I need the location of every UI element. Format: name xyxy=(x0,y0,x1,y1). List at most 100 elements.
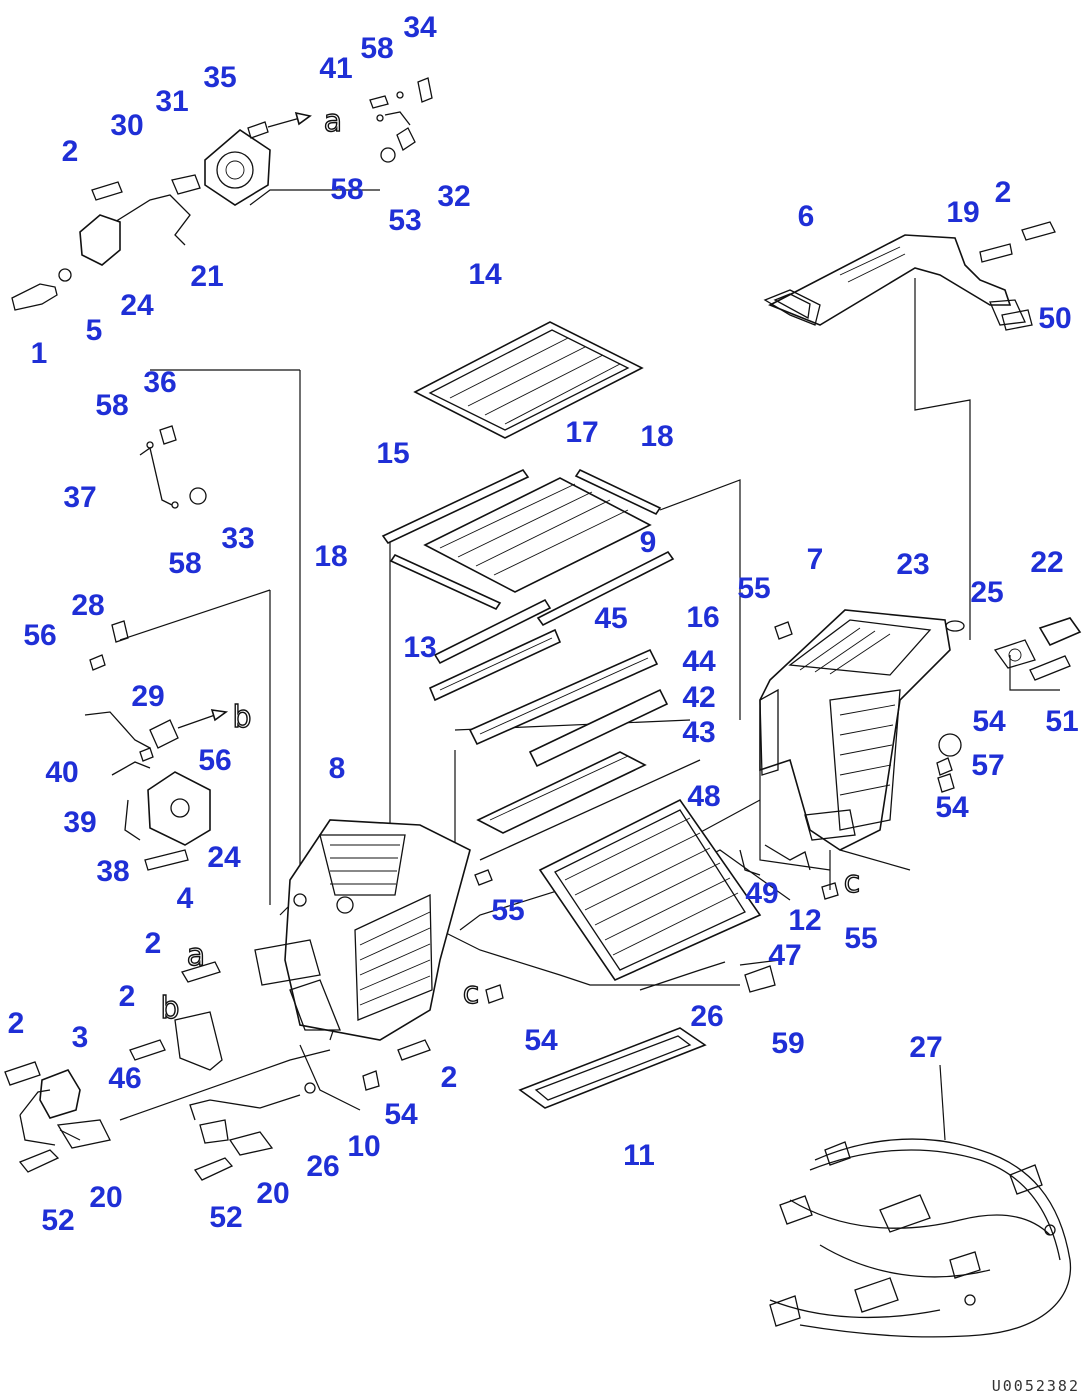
callout-c-2f: 2 xyxy=(441,1061,458,1094)
part-25-bracket xyxy=(993,639,1036,669)
part-2-bolt-b xyxy=(1021,221,1056,241)
part-52-screw-b xyxy=(193,1157,234,1181)
part-21-link xyxy=(109,194,191,246)
part-30-bracket xyxy=(171,174,201,195)
part-58-clips xyxy=(146,91,404,509)
drawing-number: U0052382 xyxy=(992,1377,1080,1395)
callout-c-34: 34 xyxy=(403,11,437,44)
callout-c-5: 5 xyxy=(86,314,103,347)
part-46-bracket xyxy=(174,1011,223,1071)
callout-c-2c: 2 xyxy=(145,927,162,960)
callout-c-4: 4 xyxy=(177,882,194,915)
part-23-seal xyxy=(945,620,965,632)
part-15-seal-strip xyxy=(381,468,530,545)
callout-c-56a: 56 xyxy=(23,619,56,652)
callout-c-55a: 55 xyxy=(737,572,770,605)
part-2-bolt-a xyxy=(91,181,123,201)
part-26-wire xyxy=(639,961,726,991)
part-32-lever xyxy=(384,111,416,151)
callout-c-54c: 54 xyxy=(524,1024,558,1057)
part-45-damper xyxy=(428,628,562,702)
callout-c-20a: 20 xyxy=(89,1181,122,1214)
callout-c-26a: 26 xyxy=(690,1000,723,1033)
part-49-link xyxy=(739,849,761,876)
callout-c-54a: 54 xyxy=(972,705,1006,738)
callout-c-54d: 54 xyxy=(384,1098,418,1131)
part-54-clip-a xyxy=(936,757,953,776)
part-18-seal-strip xyxy=(389,468,662,611)
reference-mark-r-a1: a xyxy=(324,104,342,139)
callout-c-58c: 58 xyxy=(95,389,128,422)
callout-c-32: 32 xyxy=(437,180,470,213)
callout-c-58d: 58 xyxy=(168,547,201,580)
part-2-bolt-c xyxy=(181,961,221,983)
callout-c-41: 41 xyxy=(319,52,352,85)
part-37-link-rod xyxy=(139,446,173,506)
callout-c-2a: 2 xyxy=(62,135,79,168)
part-55-clip-c xyxy=(474,869,493,886)
part-28-clip xyxy=(111,620,129,643)
part-20-bracket-b xyxy=(228,1131,274,1156)
part-56-clips xyxy=(89,654,154,762)
callout-c-28: 28 xyxy=(71,589,104,622)
part-59-bracket xyxy=(744,965,776,993)
callout-c-12: 12 xyxy=(788,904,821,937)
callout-c-48: 48 xyxy=(687,780,720,813)
part-19-bolt xyxy=(979,243,1013,263)
reference-mark-r-b1: b xyxy=(232,700,251,735)
callout-c-38: 38 xyxy=(96,855,129,888)
part-7-blower-case xyxy=(759,609,951,851)
callout-c-33: 33 xyxy=(221,522,254,555)
reference-mark-r-c1: c xyxy=(844,865,861,900)
part-41-lever xyxy=(369,95,389,109)
callout-c-18b: 18 xyxy=(314,540,347,573)
part-2-bolt-d xyxy=(129,1039,166,1061)
part-52-screw-a xyxy=(18,1149,60,1173)
part-39-link xyxy=(111,761,151,776)
callout-c-42: 42 xyxy=(682,681,715,714)
callout-c-14: 14 xyxy=(468,258,502,291)
callout-c-54b: 54 xyxy=(935,791,969,824)
callout-c-25: 25 xyxy=(970,576,1003,609)
part-55-clip-b xyxy=(821,882,839,900)
part-20-bracket-a xyxy=(56,1119,111,1149)
part-24-actuator xyxy=(79,214,121,266)
callout-c-6: 6 xyxy=(798,200,815,233)
callout-c-55b: 55 xyxy=(844,922,877,955)
callout-c-35: 35 xyxy=(203,61,236,94)
callout-c-19: 19 xyxy=(946,196,979,229)
part-36-clip xyxy=(159,425,177,445)
callout-c-24a: 24 xyxy=(120,289,154,322)
part-5-washer xyxy=(58,268,72,282)
part-14-filter-frame xyxy=(413,321,644,439)
part-12-link xyxy=(764,844,811,871)
callout-c-29: 29 xyxy=(131,680,164,713)
part-33-nut xyxy=(189,487,207,505)
part-6-duct xyxy=(763,234,1026,326)
callout-c-52b: 52 xyxy=(209,1201,242,1234)
part-34-clip xyxy=(417,77,433,103)
callout-c-17: 17 xyxy=(565,416,598,449)
callout-c-27: 27 xyxy=(909,1031,942,1064)
part-40-rod xyxy=(84,711,151,749)
part-26-sensor-cable xyxy=(189,1094,301,1144)
reference-mark-r-b2: b xyxy=(160,991,179,1026)
reference-mark-r-a2: a xyxy=(187,938,205,973)
callout-c-51: 51 xyxy=(1045,705,1078,738)
part-42-damper xyxy=(528,688,669,768)
part-27-wiring-harness xyxy=(769,1138,1072,1338)
callout-c-21: 21 xyxy=(190,260,223,293)
part-2-bolt-e xyxy=(4,1061,41,1086)
part-55-clip-a xyxy=(774,621,793,640)
part-38-bracket xyxy=(124,799,141,841)
part-44-damper xyxy=(468,648,659,746)
callout-c-16: 16 xyxy=(686,601,719,634)
callout-c-9: 9 xyxy=(640,526,657,559)
callout-c-1: 1 xyxy=(31,337,48,370)
callout-c-3: 3 xyxy=(72,1021,89,1054)
part-13-seal-strip xyxy=(433,598,552,665)
callout-c-55c: 55 xyxy=(491,894,524,927)
part-54-clip-d xyxy=(362,1070,380,1091)
part-53-nut xyxy=(380,147,396,163)
